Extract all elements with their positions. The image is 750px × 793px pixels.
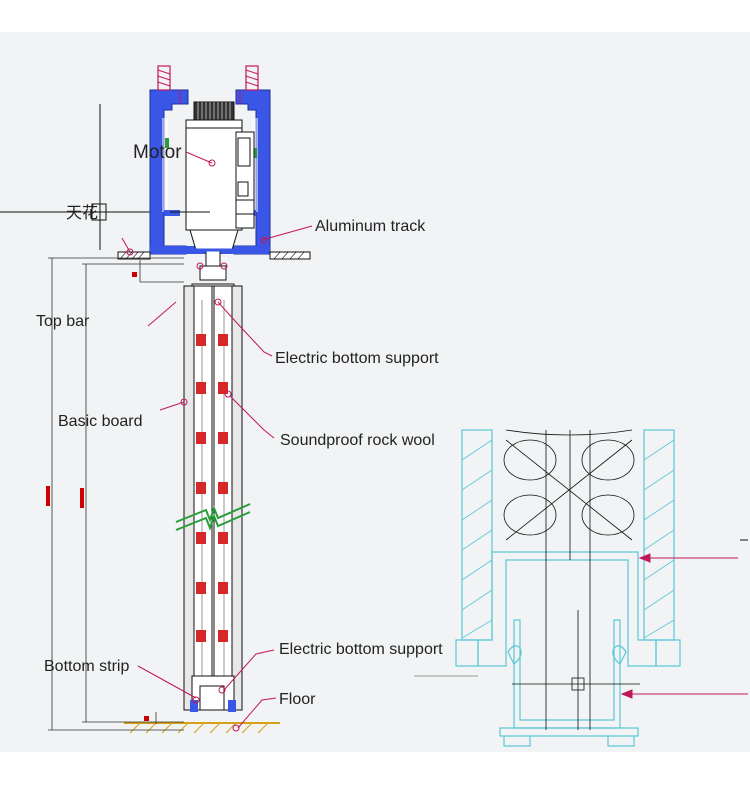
label-top-bar: Top bar xyxy=(36,313,90,330)
dimension-text xyxy=(46,272,149,721)
ceiling-plate xyxy=(117,237,311,260)
label-floor: Floor xyxy=(279,691,316,708)
ceiling-note: 天花 xyxy=(66,204,98,222)
motor-body xyxy=(170,101,255,251)
bolt-icon xyxy=(157,65,259,104)
label-electric-bottom-support-top: Electric bottom support xyxy=(275,350,439,367)
insulation-coil-icon xyxy=(196,334,228,642)
label-electric-bottom-support-bottom: Electric bottom support xyxy=(279,641,443,658)
detail-leaders xyxy=(414,553,748,699)
label-motor: Motor xyxy=(133,142,182,163)
detail-rock-wool xyxy=(503,429,640,730)
detail-section xyxy=(455,429,681,747)
bottom-support xyxy=(190,675,236,712)
drawing-area xyxy=(0,32,750,752)
label-aluminum-track: Aluminum track xyxy=(315,218,426,235)
break-line-icon xyxy=(175,503,251,531)
partition-panel xyxy=(183,285,243,711)
floor xyxy=(124,722,280,734)
dimension-lines xyxy=(48,257,184,731)
label-basic-board: Basic board xyxy=(58,413,143,430)
label-bottom-strip: Bottom strip xyxy=(44,658,129,675)
leader-lines xyxy=(137,225,313,729)
label-soundproof-rock-wool: Soundproof rock wool xyxy=(280,432,435,449)
